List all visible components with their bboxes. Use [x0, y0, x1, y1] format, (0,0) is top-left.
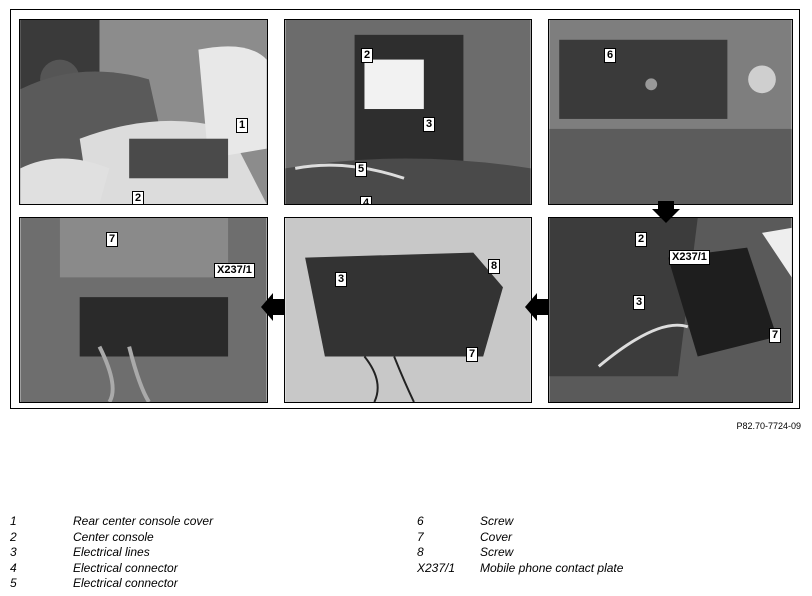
- callout-label: 7: [466, 347, 479, 362]
- callout-label: 3: [335, 272, 348, 287]
- panel-connector: 7 X237/1: [19, 217, 268, 403]
- legend-label: Rear center console cover: [73, 514, 214, 528]
- legend-row: 5 Electrical connector: [10, 576, 390, 592]
- legend-label: Cover: [480, 529, 513, 544]
- panel-interior: 1 2: [19, 19, 268, 205]
- connector-photo: [20, 218, 267, 402]
- callout-label: 3: [423, 117, 436, 132]
- legend-row: 7 Cover: [417, 530, 797, 546]
- legend-left: 1 Rear center console cover 2 Center conso…: [10, 514, 390, 592]
- contact-plate-photo: [549, 218, 792, 402]
- console-opening-photo: [285, 20, 531, 204]
- arrow-left-icon: [261, 293, 285, 321]
- legend-row: 1 Rear center console cover: [10, 514, 390, 530]
- callout-label: 5: [355, 162, 368, 177]
- legend-row: X237/1 Mobile phone contact plate: [417, 561, 797, 577]
- screw-detail-photo: [549, 20, 792, 204]
- legend-num: 1: [10, 514, 17, 528]
- figure-frame: 1 2 2 3 5 4 6: [10, 9, 800, 409]
- legend-label: Center console: [73, 529, 154, 544]
- legend-row: 3 Electrical lines: [10, 545, 390, 561]
- callout-label: 3: [633, 295, 646, 310]
- callout-label: 7: [106, 232, 119, 247]
- arrow-down-icon: [652, 201, 680, 223]
- callout-label: 2: [132, 191, 145, 204]
- legend-label: Screw: [480, 545, 514, 559]
- legend-num: 4: [10, 560, 17, 575]
- legend-label: Mobile phone contact plate: [480, 560, 624, 575]
- legend-row: 6 Screw: [417, 514, 797, 530]
- interior-photo: [20, 20, 267, 204]
- legend-num: 3: [10, 545, 17, 559]
- legend-num: 7: [417, 529, 424, 544]
- legend-label: Screw: [480, 514, 514, 528]
- callout-label: 1: [236, 118, 249, 133]
- callout-label: X237/1: [669, 250, 710, 265]
- arrow-left-icon: [525, 293, 549, 321]
- legend-label: Electrical connector: [73, 560, 178, 575]
- legend-row: 8 Screw: [417, 545, 797, 561]
- callout-label: 2: [635, 232, 648, 247]
- callout-label: 6: [604, 48, 617, 63]
- panel-cover: 3 8 7: [284, 217, 532, 403]
- panel-console-opening: 2 3 5 4: [284, 19, 532, 205]
- legend-row: 2 Center console: [10, 530, 390, 546]
- legend-label: Electrical lines: [73, 545, 150, 559]
- callout-label: 4: [360, 196, 373, 204]
- legend-num: 5: [10, 576, 17, 590]
- legend-num: 6: [417, 514, 424, 528]
- legend-num: X237/1: [417, 560, 456, 575]
- legend-row: 4 Electrical connector: [10, 561, 390, 577]
- legend-num: 2: [10, 529, 17, 544]
- callout-label: 8: [488, 259, 501, 274]
- panel-contact-plate: 2 X237/1 3 7: [548, 217, 793, 403]
- callout-label: 2: [361, 48, 374, 63]
- callout-label: 7: [769, 328, 782, 343]
- legend-num: 8: [417, 545, 424, 559]
- cover-photo: [285, 218, 531, 402]
- figure-id: P82.70-7724-09: [736, 421, 801, 431]
- legend-label: Electrical connector: [73, 576, 178, 590]
- callout-label: X237/1: [214, 263, 255, 278]
- panel-screw-detail: 6: [548, 19, 793, 205]
